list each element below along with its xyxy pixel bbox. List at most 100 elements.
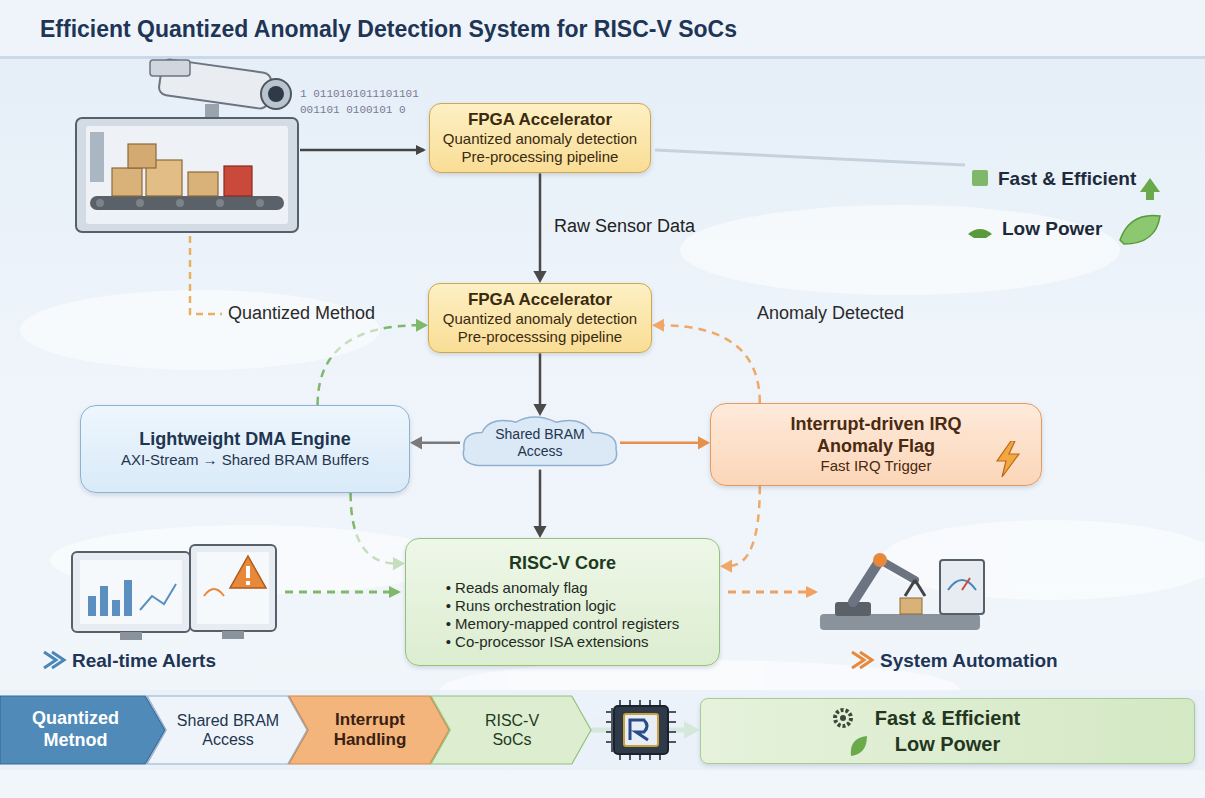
illustration-part bbox=[256, 199, 264, 207]
illustration-part bbox=[624, 714, 658, 746]
interrupt-box: Interrupt-driven IRQ Anomaly FlagFast IR… bbox=[710, 403, 1042, 486]
arrowhead bbox=[533, 271, 546, 283]
illustration-part bbox=[246, 566, 250, 578]
binary-data: 1 0110101011101101 bbox=[300, 88, 419, 101]
illustration-part bbox=[150, 59, 291, 120]
connector-line bbox=[620, 442, 702, 445]
benefit-label: Fast & Efficient bbox=[998, 168, 1136, 191]
illustration-part bbox=[140, 584, 176, 610]
illustration-part bbox=[680, 205, 1120, 295]
node-heading: FPGA Accelerator bbox=[468, 110, 612, 130]
illustration-part bbox=[905, 580, 925, 596]
illustration-part bbox=[176, 199, 184, 207]
benefit-label: Low Power bbox=[1002, 218, 1102, 241]
illustration-part bbox=[940, 560, 984, 614]
arrowhead bbox=[533, 526, 546, 538]
connector bbox=[533, 470, 546, 538]
illustration-part bbox=[880, 520, 1205, 600]
shared-memory-cloud: Shared BRAM Access bbox=[460, 416, 620, 470]
chevron-outline bbox=[147, 696, 307, 764]
output-label: Real-time Alerts bbox=[72, 650, 216, 673]
lightning-shape bbox=[997, 441, 1019, 477]
illustration-part bbox=[20, 205, 1205, 720]
illustration-part bbox=[224, 166, 252, 196]
illustration-part bbox=[1140, 178, 1160, 200]
illustration-part bbox=[80, 560, 182, 624]
illustration-part bbox=[90, 196, 284, 210]
connector-line bbox=[539, 470, 542, 530]
illustration-part bbox=[614, 706, 668, 754]
illustration-part bbox=[188, 172, 218, 196]
output-label: System Automation bbox=[880, 650, 1058, 673]
chevron-outline bbox=[431, 696, 591, 764]
illustration-part bbox=[76, 118, 298, 232]
chevron-step: Interrupt Handling bbox=[289, 696, 449, 764]
connector bbox=[652, 319, 760, 403]
connector bbox=[533, 173, 546, 283]
node-heading: Lightweight DMA Engine bbox=[139, 429, 350, 451]
illustration-part bbox=[900, 598, 922, 614]
illustration-part bbox=[112, 144, 252, 196]
chevron-fill bbox=[289, 696, 449, 764]
node-text: Low Power bbox=[895, 732, 1001, 756]
connector-line bbox=[539, 173, 542, 274]
illustration-part bbox=[112, 600, 120, 616]
connector-line bbox=[418, 442, 460, 445]
chevron-fill bbox=[0, 696, 165, 764]
illustration-part bbox=[88, 580, 132, 616]
illustration-part bbox=[222, 631, 244, 639]
illustration-part bbox=[150, 60, 190, 76]
illustration-part bbox=[968, 229, 992, 238]
bullet-item: • Reads anomaly flag bbox=[446, 579, 680, 597]
connector bbox=[720, 486, 760, 573]
chevron-fill bbox=[431, 696, 591, 764]
illustration-part bbox=[120, 632, 142, 640]
node-heading: RISC-V Core bbox=[509, 553, 616, 575]
bullet-item: • Runs orchestration logic bbox=[446, 597, 680, 615]
connector-line bbox=[539, 353, 542, 407]
illustration-part bbox=[44, 545, 276, 668]
accelerator-box: FPGA AcceleratorQuantized anomaly detect… bbox=[428, 283, 652, 353]
node-heading: Interrupt Handling bbox=[315, 710, 425, 751]
illustration-part bbox=[1120, 216, 1160, 245]
illustration-part bbox=[124, 580, 132, 616]
illustration-part bbox=[128, 144, 156, 168]
edge-label: Raw Sensor Data bbox=[554, 216, 695, 238]
node-heading: FPGA Accelerator bbox=[468, 290, 612, 310]
lightning-icon bbox=[993, 441, 1023, 477]
connector bbox=[410, 436, 460, 449]
flow-note: Anomaly Detected bbox=[757, 303, 904, 325]
illustration-part bbox=[962, 578, 970, 590]
illustration-part bbox=[197, 552, 269, 624]
arrowhead bbox=[410, 436, 422, 449]
illustration-part bbox=[136, 199, 144, 207]
illustration-part bbox=[20, 290, 380, 370]
illustration-part bbox=[90, 132, 104, 182]
chevron-step: RISC-V SoCs bbox=[431, 696, 591, 764]
connector-line bbox=[728, 486, 759, 566]
cpu-core-box: RISC-V Core • Reads anomaly flag• Runs or… bbox=[405, 538, 720, 666]
illustration-part bbox=[216, 199, 224, 207]
connector-line bbox=[660, 325, 759, 403]
illustration-part bbox=[96, 199, 264, 207]
illustration-part bbox=[300, 149, 424, 152]
illustration-part bbox=[852, 652, 872, 668]
illustration-part bbox=[611, 708, 613, 752]
cloud-fill bbox=[463, 417, 616, 465]
illustration-part bbox=[0, 0, 1205, 58]
illustration-part bbox=[96, 199, 104, 207]
node-text: Fast IRQ Trigger bbox=[821, 457, 932, 475]
gear-icon bbox=[835, 710, 851, 726]
arrowhead bbox=[533, 404, 546, 416]
arrowhead bbox=[652, 319, 664, 332]
leaf-icon bbox=[851, 736, 867, 756]
gear-hub bbox=[840, 715, 846, 721]
chevron-fill bbox=[147, 696, 307, 764]
chevron-step: Shared BRAM Access bbox=[147, 696, 307, 764]
illustration-part bbox=[230, 556, 266, 588]
illustration-part bbox=[728, 591, 815, 594]
illustration-part bbox=[0, 690, 1205, 770]
node-heading: RISC-V SoCs bbox=[472, 711, 552, 749]
illustration-part bbox=[630, 720, 648, 740]
